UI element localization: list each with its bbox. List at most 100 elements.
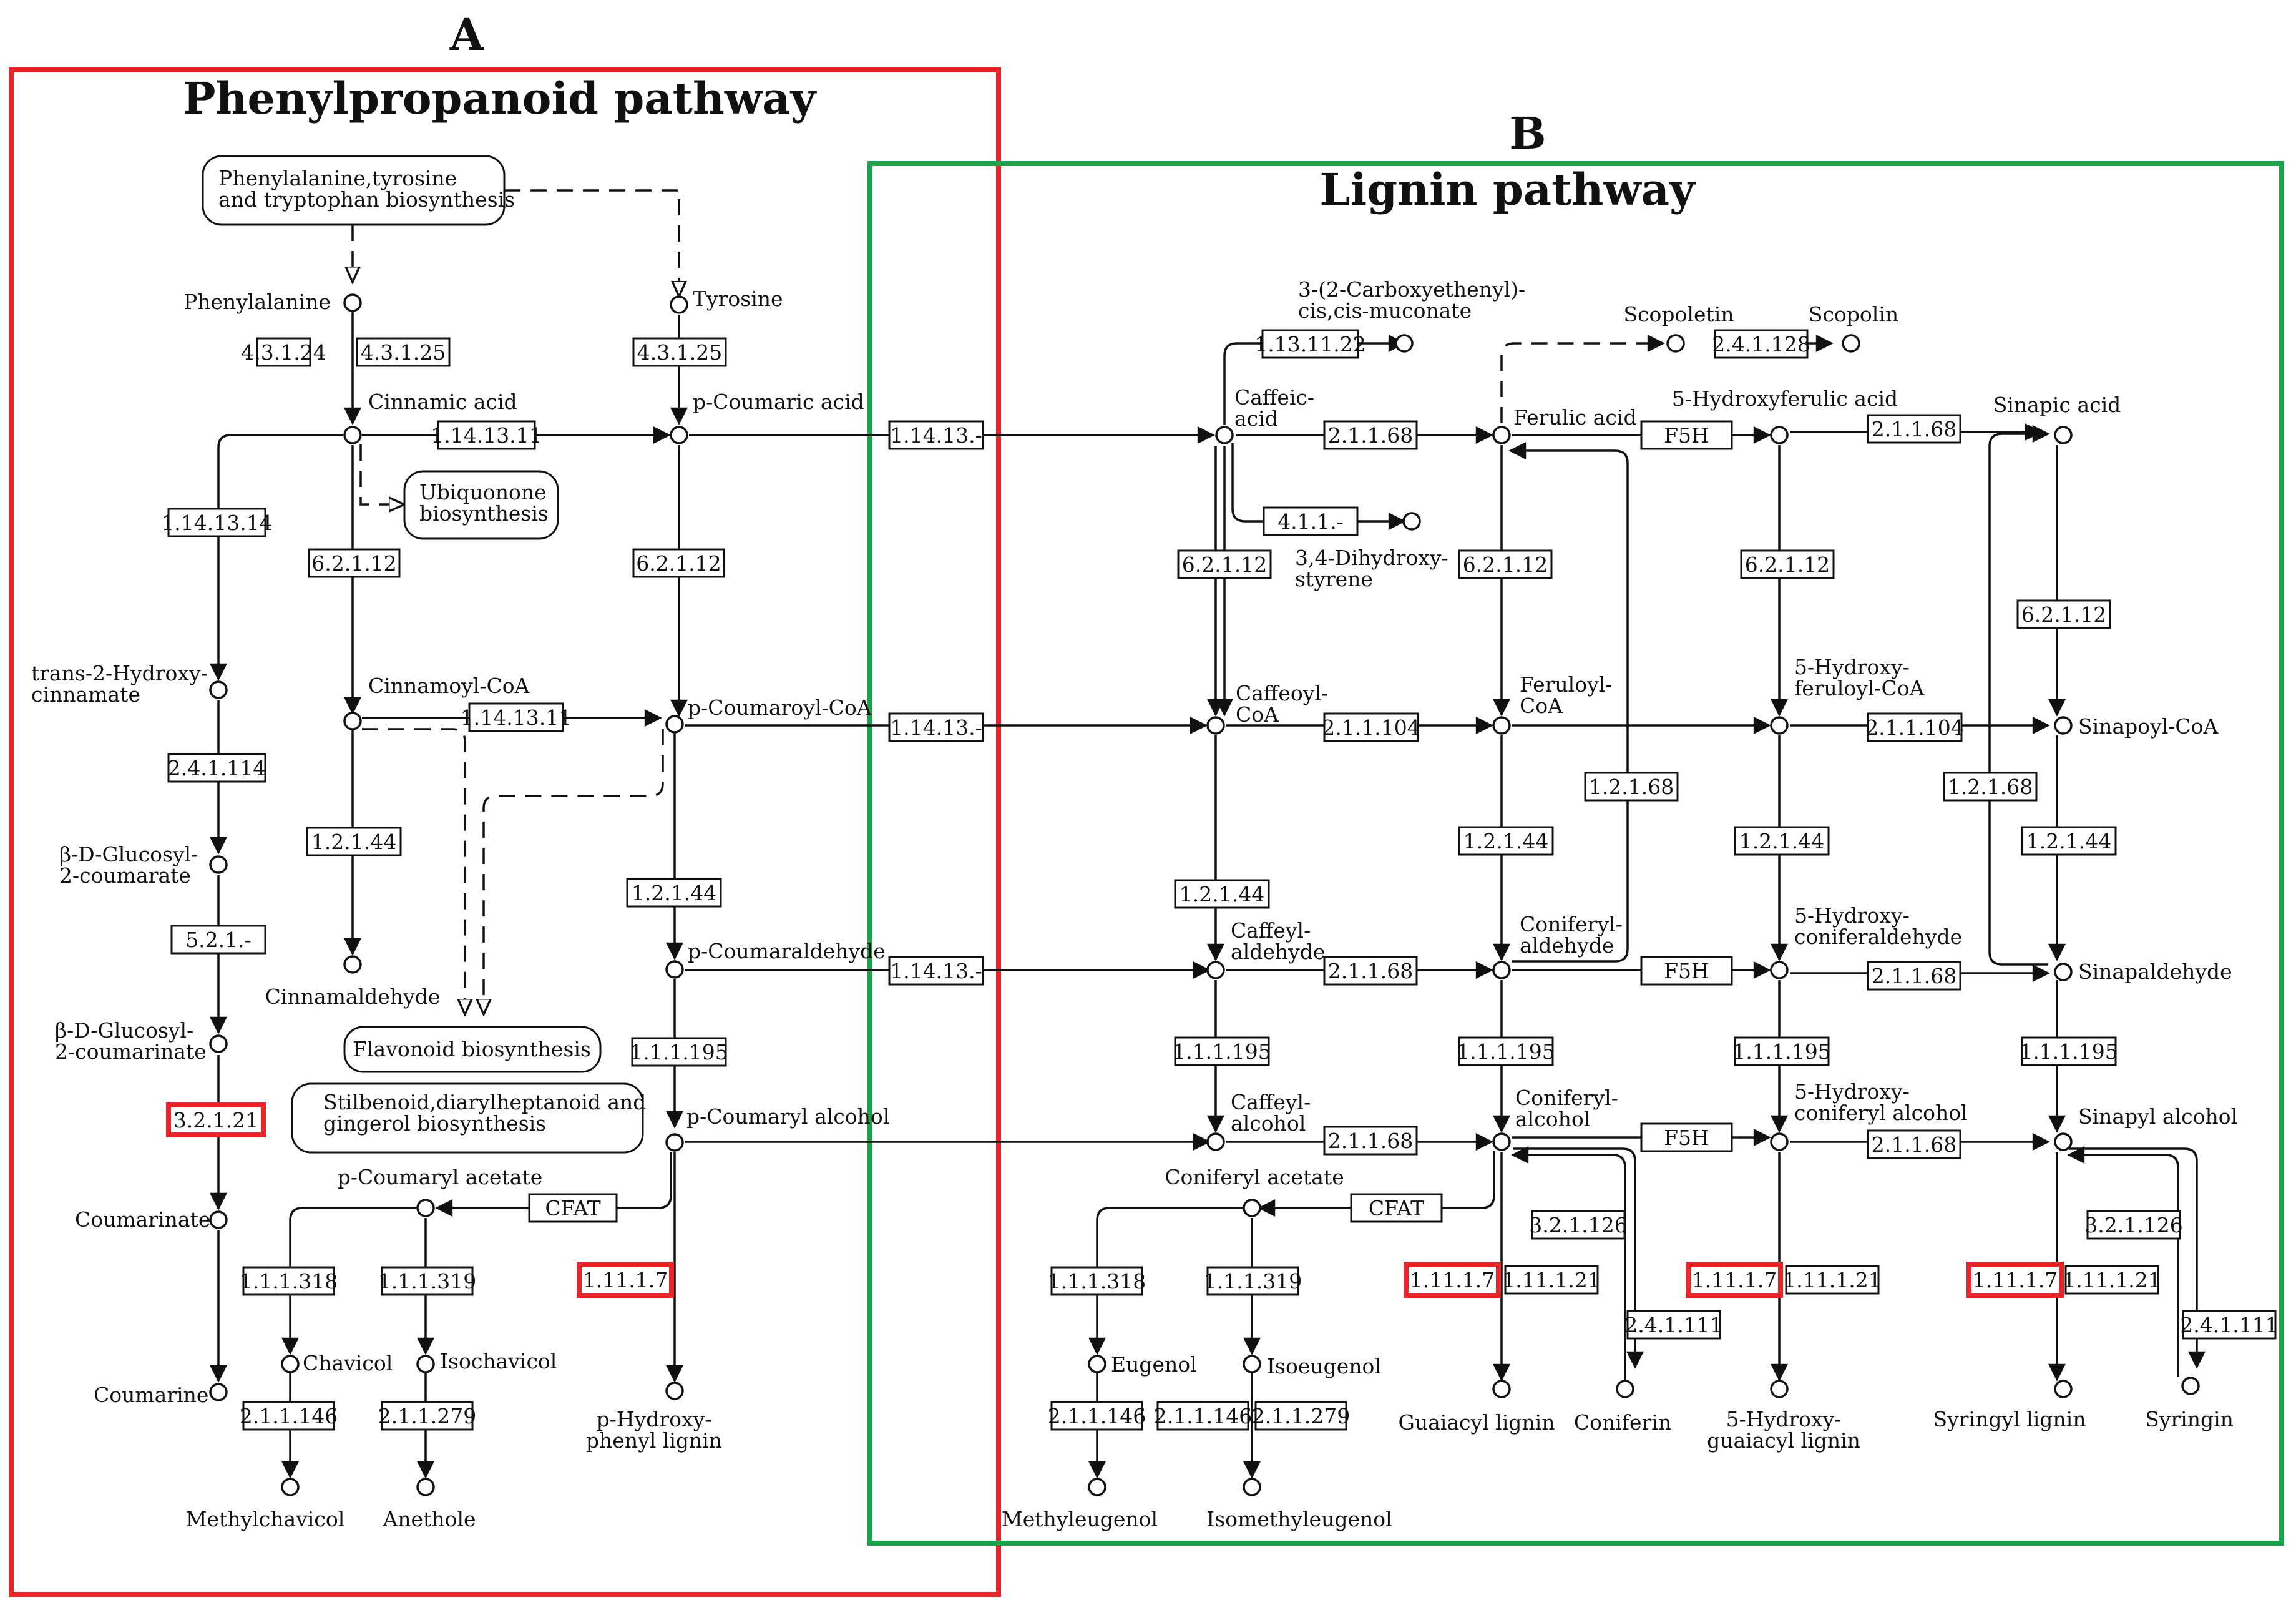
- enzyme-box[interactable]: 4.3.1.24: [241, 337, 326, 367]
- enzyme-box[interactable]: 2.1.1.104: [1322, 712, 1420, 742]
- map-box-aromatic-amino-acid[interactable]: [202, 155, 506, 226]
- enzyme-box[interactable]: 5.2.1.-: [170, 925, 266, 955]
- compound-node[interactable]: [343, 955, 362, 974]
- compound-node[interactable]: [670, 426, 688, 444]
- compound-node[interactable]: [665, 1133, 684, 1152]
- compound-node[interactable]: [416, 1478, 435, 1496]
- enzyme-box[interactable]: 2.1.1.68: [1323, 1126, 1418, 1156]
- compound-node[interactable]: [209, 1034, 228, 1053]
- enzyme-box[interactable]: 3.2.1.126: [1529, 1210, 1628, 1240]
- enzyme-box[interactable]: 2.1.1.104: [1865, 712, 1964, 742]
- compound-node[interactable]: [209, 1383, 228, 1401]
- compound-node[interactable]: [2054, 1132, 2073, 1151]
- map-box-ubiquinone[interactable]: [403, 470, 559, 540]
- enzyme-box[interactable]: 1.14.13.11: [461, 702, 572, 732]
- compound-node[interactable]: [1492, 1132, 1511, 1151]
- enzyme-box[interactable]: 3.2.1.126: [2084, 1210, 2183, 1240]
- enzyme-box[interactable]: 4.3.1.25: [356, 337, 451, 367]
- compound-node[interactable]: [2054, 426, 2073, 444]
- compound-node[interactable]: [281, 1355, 300, 1373]
- enzyme-box[interactable]: 1.2.1.44: [1174, 879, 1270, 909]
- enzyme-box-highlighted[interactable]: 1.11.1.7: [1686, 1262, 1783, 1298]
- enzyme-box[interactable]: 1.14.13.14: [161, 508, 273, 537]
- enzyme-box[interactable]: 1.2.1.44: [2021, 826, 2117, 856]
- enzyme-box[interactable]: 2.1.1.68: [1867, 1129, 1961, 1159]
- compound-node[interactable]: [1492, 1380, 1511, 1398]
- enzyme-box[interactable]: 1.1.1.319: [378, 1266, 476, 1296]
- enzyme-box[interactable]: 2.1.1.146: [1048, 1401, 1146, 1431]
- compound-node[interactable]: [1770, 1132, 1789, 1151]
- enzyme-box[interactable]: 2.1.1.279: [1252, 1401, 1350, 1431]
- map-box-flavonoid[interactable]: [343, 1026, 602, 1073]
- enzyme-box[interactable]: 1.14.13.11: [431, 420, 542, 450]
- enzyme-box[interactable]: 2.1.1.68: [1867, 961, 1961, 991]
- enzyme-box[interactable]: 1.1.1.319: [1204, 1266, 1302, 1296]
- enzyme-box[interactable]: 2.1.1.68: [1323, 956, 1418, 986]
- compound-node[interactable]: [1616, 1380, 1634, 1398]
- compound-node[interactable]: [1492, 716, 1511, 735]
- compound-node[interactable]: [1770, 961, 1789, 979]
- compound-node[interactable]: [1206, 716, 1225, 735]
- enzyme-box[interactable]: 1.13.11.22: [1254, 329, 1366, 359]
- enzyme-box[interactable]: 6.2.1.12: [2016, 599, 2111, 629]
- enzyme-box[interactable]: 4.3.1.25: [632, 337, 727, 367]
- enzyme-box[interactable]: 1.11.1.21: [2063, 1265, 2161, 1295]
- enzyme-box[interactable]: F5H: [1640, 420, 1733, 450]
- enzyme-box[interactable]: 1.2.1.68: [1584, 772, 1679, 802]
- enzyme-box-highlighted[interactable]: 1.11.1.7: [1966, 1262, 2064, 1298]
- compound-node[interactable]: [1842, 334, 1860, 353]
- enzyme-box[interactable]: 1.2.1.44: [1458, 826, 1554, 856]
- compound-node[interactable]: [2054, 1380, 2073, 1398]
- enzyme-box[interactable]: 1.1.1.195: [630, 1037, 728, 1067]
- compound-node[interactable]: [343, 712, 362, 730]
- enzyme-box[interactable]: 1.11.1.21: [1783, 1265, 1882, 1295]
- enzyme-box[interactable]: 6.2.1.12: [1458, 549, 1553, 579]
- enzyme-box[interactable]: 1.1.1.195: [1173, 1036, 1271, 1066]
- compound-node[interactable]: [1492, 961, 1511, 979]
- enzyme-box[interactable]: 6.2.1.12: [1177, 549, 1272, 579]
- compound-node[interactable]: [209, 680, 228, 699]
- compound-node[interactable]: [1215, 426, 1234, 444]
- enzyme-box[interactable]: 6.2.1.12: [308, 548, 401, 578]
- compound-node[interactable]: [2054, 963, 2073, 981]
- enzyme-box[interactable]: 1.1.1.318: [240, 1266, 338, 1296]
- compound-node[interactable]: [665, 715, 684, 734]
- compound-node[interactable]: [1206, 1132, 1225, 1151]
- compound-node[interactable]: [1402, 512, 1421, 531]
- compound-node[interactable]: [1395, 334, 1414, 353]
- enzyme-box-highlighted[interactable]: 1.11.1.7: [1404, 1262, 1501, 1298]
- enzyme-box[interactable]: 1.14.13.-: [888, 712, 984, 742]
- compound-node[interactable]: [343, 426, 362, 444]
- enzyme-box[interactable]: 1.1.1.195: [1732, 1036, 1831, 1066]
- enzyme-box[interactable]: F5H: [1640, 956, 1733, 986]
- enzyme-box[interactable]: 2.1.1.68: [1323, 420, 1418, 450]
- compound-node[interactable]: [1088, 1355, 1106, 1373]
- compound-node[interactable]: [1243, 1355, 1261, 1373]
- enzyme-box[interactable]: 2.1.1.279: [378, 1401, 476, 1431]
- compound-node[interactable]: [1206, 961, 1225, 979]
- compound-node[interactable]: [665, 960, 684, 979]
- enzyme-box[interactable]: CFAT: [1350, 1193, 1443, 1223]
- enzyme-box[interactable]: 6.2.1.12: [632, 548, 725, 578]
- enzyme-box[interactable]: 1.14.13.-: [888, 420, 984, 450]
- compound-node[interactable]: [209, 855, 228, 874]
- enzyme-box[interactable]: 2.4.1.114: [167, 753, 266, 783]
- enzyme-box[interactable]: 2.1.1.68: [1867, 414, 1961, 444]
- enzyme-box[interactable]: 2.4.1.128: [1712, 329, 1810, 359]
- compound-node[interactable]: [416, 1199, 435, 1217]
- enzyme-box-highlighted[interactable]: 3.2.1.21: [166, 1102, 266, 1137]
- compound-node[interactable]: [1666, 334, 1685, 353]
- enzyme-box[interactable]: 2.1.1.146: [240, 1401, 338, 1431]
- compound-node[interactable]: [2181, 1377, 2200, 1395]
- compound-node[interactable]: [670, 295, 688, 314]
- compound-node[interactable]: [209, 1210, 228, 1229]
- compound-node[interactable]: [1770, 1380, 1789, 1398]
- compound-node[interactable]: [416, 1355, 435, 1373]
- enzyme-box[interactable]: 1.1.1.195: [1457, 1036, 1555, 1066]
- compound-node[interactable]: [665, 1382, 684, 1400]
- enzyme-box[interactable]: CFAT: [528, 1193, 618, 1223]
- compound-node[interactable]: [281, 1478, 300, 1496]
- enzyme-box[interactable]: 1.2.1.44: [306, 827, 402, 856]
- compound-node[interactable]: [1243, 1199, 1261, 1217]
- enzyme-box[interactable]: 1.2.1.68: [1943, 772, 2038, 802]
